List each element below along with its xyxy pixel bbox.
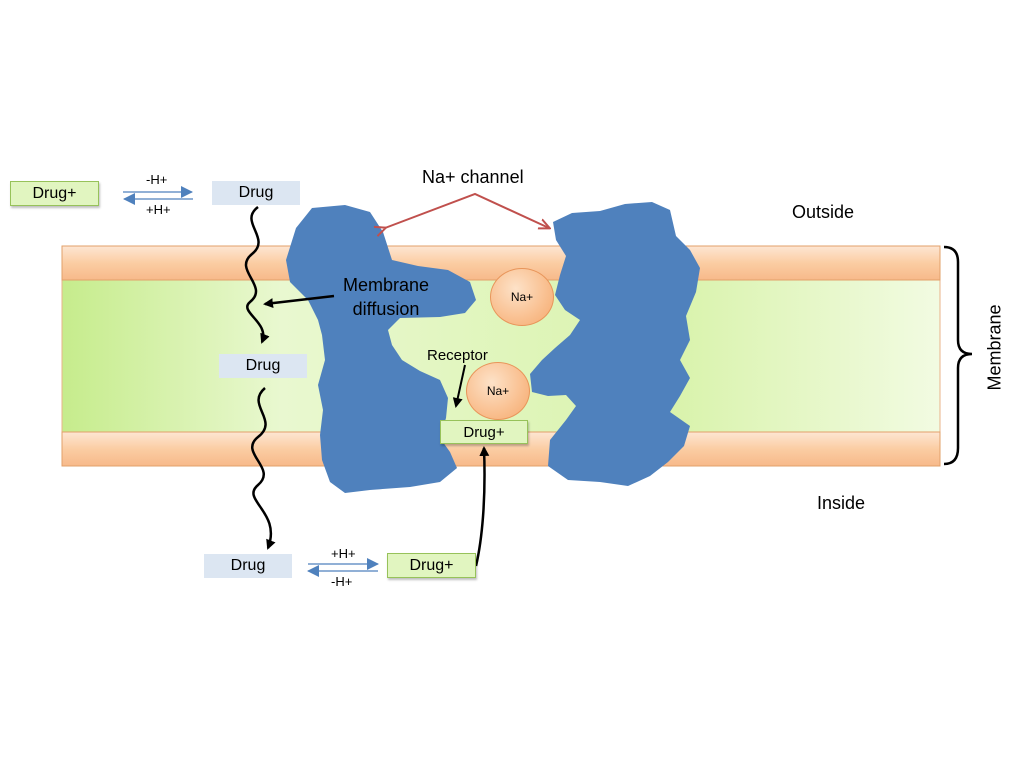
drug-to-receptor-path [474, 446, 490, 567]
drug-inside-box: Drug [204, 554, 292, 578]
drug-plus-inside-box: Drug+ [387, 553, 476, 578]
equilibrium-bottom-upper-label: +H+ [331, 546, 356, 561]
channel-protein-left [286, 205, 476, 493]
diffusion-path-upper [244, 206, 270, 344]
drug-outside-box: Drug [212, 181, 300, 205]
inside-label: Inside [817, 493, 866, 513]
equilibrium-top-lower-label: +H+ [146, 202, 171, 217]
drug-plus-receptor-box: Drug+ [440, 420, 528, 444]
membrane-diffusion-line1: Membrane [342, 275, 430, 295]
drug-plus-outside-box: Drug+ [10, 181, 99, 206]
equilibrium-bottom-lower-label: -H+ [331, 574, 353, 589]
diffusion-path-lower [251, 387, 276, 550]
sodium-ion-upper: Na+ [490, 268, 554, 326]
membrane-diffusion-line2: diffusion [352, 299, 420, 319]
sodium-ion-lower: Na+ [466, 362, 530, 420]
receptor-pointer [452, 364, 466, 408]
membrane-diffusion-label: Membrane diffusion [334, 273, 438, 321]
membrane-diffusion-pointer [263, 294, 335, 309]
equilibrium-arrow-bottom [307, 558, 379, 577]
membrane-side-label: Membrane [984, 304, 1005, 391]
equilibrium-arrow-top [123, 186, 193, 205]
membrane-brace [943, 245, 973, 466]
equilibrium-top-upper-label: -H+ [146, 172, 168, 187]
na-channel-label: Na+ channel [422, 167, 524, 187]
drug-in-membrane-box: Drug [219, 354, 307, 378]
receptor-label: Receptor [427, 347, 488, 364]
na-channel-pointer [385, 192, 549, 228]
outside-label: Outside [792, 202, 855, 222]
channel-protein-right [530, 202, 700, 486]
